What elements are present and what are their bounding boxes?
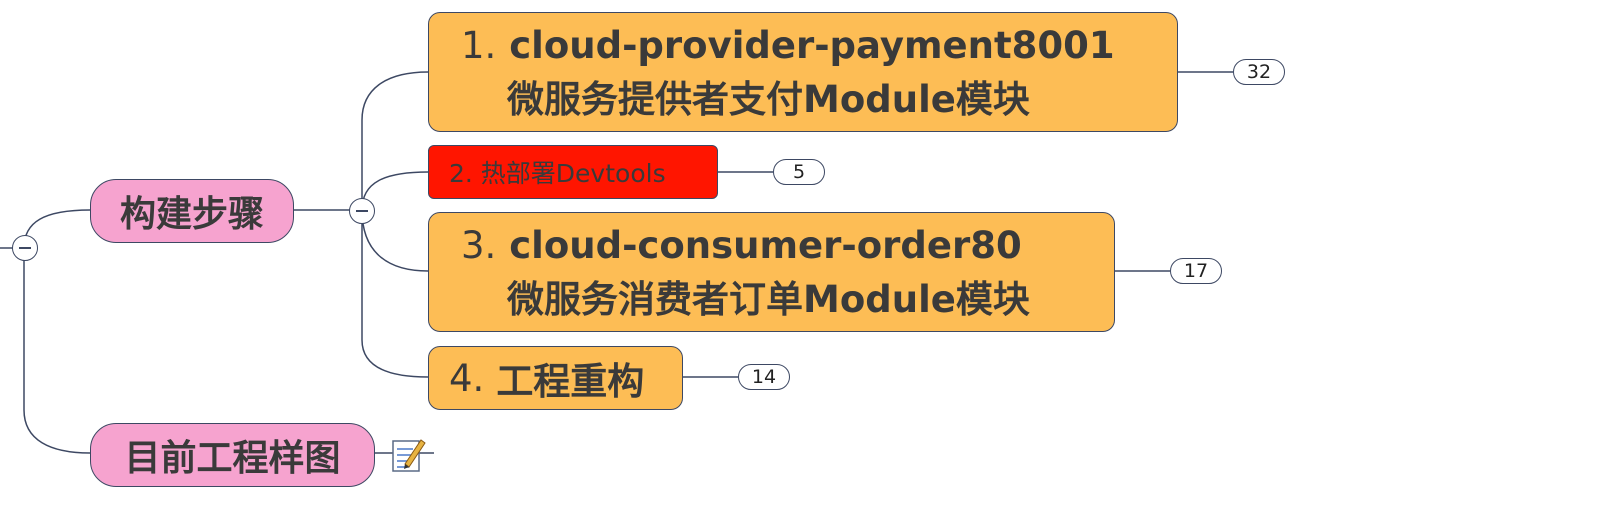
connector-root-to-project-diagram xyxy=(23,248,91,454)
minus-collapse-icon xyxy=(19,247,31,249)
step-3-subtitle: 微服务消费者订单Module模块 xyxy=(507,278,1030,321)
step-3-number: 3. xyxy=(461,224,497,267)
step-4-label: 工程重构 xyxy=(496,360,645,403)
note-icon[interactable] xyxy=(391,436,427,474)
step-4-count: 14 xyxy=(751,366,777,388)
step-1-subtitle: 微服务提供者支付Module模块 xyxy=(507,78,1030,121)
step-3-count-badge[interactable]: 17 xyxy=(1170,258,1222,284)
topic-build-steps-label: 构建步骤 xyxy=(119,194,264,235)
step-1-title: cloud-provider-payment8001 xyxy=(509,24,1115,67)
step-4-count-badge[interactable]: 14 xyxy=(738,364,790,390)
step-2-count: 5 xyxy=(792,161,806,183)
topic-project-diagram-label: 目前工程样图 xyxy=(124,438,341,479)
topic-build-steps[interactable]: 构建步骤 xyxy=(90,179,294,243)
step-4-number: 4. xyxy=(449,356,485,400)
step-1-number: 1. xyxy=(461,24,497,67)
step-3-title: cloud-consumer-order80 xyxy=(509,224,1022,267)
step-3-count: 17 xyxy=(1183,260,1209,282)
connector-to-step-4 xyxy=(361,210,429,378)
topic-step-3[interactable]: 3. cloud-consumer-order80 微服务消费者订单Module… xyxy=(428,212,1115,332)
step-3-line-1: 3. cloud-consumer-order80 xyxy=(461,219,1022,273)
build-steps-collapse-toggle[interactable] xyxy=(349,198,375,224)
step-2-count-badge[interactable]: 5 xyxy=(773,159,825,185)
topic-step-2[interactable]: 2. 热部署Devtools xyxy=(428,145,718,199)
topic-step-1[interactable]: 1. cloud-provider-payment8001 微服务提供者支付Mo… xyxy=(428,12,1178,132)
step-1-count: 32 xyxy=(1246,61,1272,83)
minus-collapse-icon xyxy=(356,210,368,212)
step-1-count-badge[interactable]: 32 xyxy=(1233,59,1285,85)
topic-step-4[interactable]: 4. 工程重构 xyxy=(428,346,683,410)
step-1-line-1: 1. cloud-provider-payment8001 xyxy=(461,19,1115,73)
topic-project-diagram[interactable]: 目前工程样图 xyxy=(90,423,375,487)
step-2-label: 2. 热部署Devtools xyxy=(449,159,666,188)
connector-to-step-1 xyxy=(361,71,429,210)
root-collapse-toggle[interactable] xyxy=(12,235,38,261)
